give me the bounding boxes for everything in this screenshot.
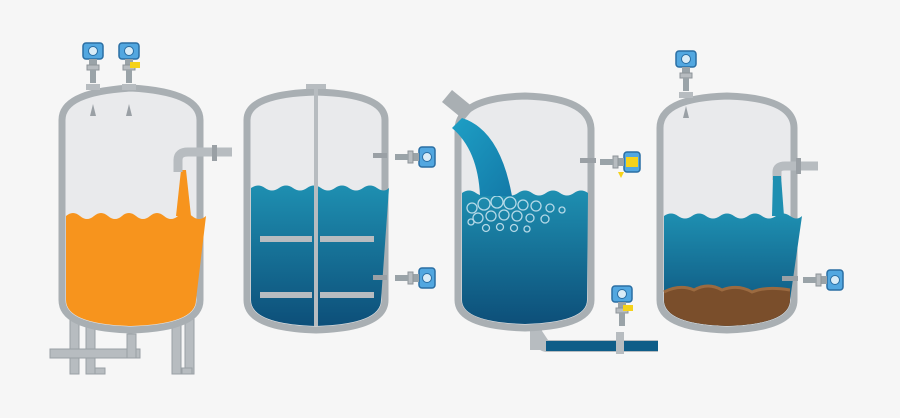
- level-switch-icon: [598, 150, 642, 174]
- tank-3-switch-indicator: [618, 172, 624, 178]
- tank-3-probe: [580, 158, 596, 163]
- tank-1-probe-2: [126, 104, 132, 116]
- tank-4-inlet-pipe: [772, 161, 818, 180]
- tank-1: [49, 42, 232, 375]
- tank-1-flange: [212, 145, 217, 161]
- tank-3-inflow-chute: [442, 90, 474, 120]
- agitator-shaft: [314, 86, 318, 326]
- tank-1-inlet-pipe: [173, 147, 232, 172]
- tank-1-inflow-stream: [176, 170, 191, 216]
- tank-4-sludge-ridge: [663, 284, 791, 294]
- tank-3-outlet-tap: [616, 332, 624, 354]
- agitator-blade: [320, 236, 374, 242]
- level-transmitter-icon: [393, 145, 437, 169]
- tank-3-switch-tag: [623, 305, 633, 311]
- tank-4-sludge: [664, 286, 790, 326]
- tank-3-bubbles: [466, 195, 566, 233]
- level-transmitter-icon: [393, 266, 437, 290]
- tank-4-probe-top: [683, 106, 689, 118]
- tank-2-probe-upper: [373, 153, 387, 158]
- agitator-blade: [260, 292, 312, 298]
- agitator-blade: [320, 292, 374, 298]
- level-transmitter-icon: [82, 42, 104, 84]
- tank-4-flange: [796, 158, 801, 174]
- tank-2: [243, 84, 437, 334]
- tank-2-probe-lower: [373, 275, 387, 280]
- tank-4-probe-side: [782, 276, 798, 281]
- tank-4: [656, 50, 845, 334]
- level-transmitter-icon: [801, 268, 845, 292]
- tank-3-outlet-flow: [546, 341, 658, 351]
- tank-2-liquid: [251, 185, 389, 326]
- tank-1-switch-tag: [130, 62, 140, 68]
- agitator-blade: [260, 236, 312, 242]
- tank-4-nozzle: [679, 92, 693, 98]
- tank-3: [442, 90, 658, 354]
- tank-1-legs: [49, 317, 195, 375]
- tank-1-nozzle-2: [122, 84, 136, 90]
- tank-1-liquid: [66, 213, 206, 326]
- tank-1-nozzle-1: [86, 84, 100, 90]
- level-transmitter-icon: [675, 50, 697, 92]
- tank-4-inflow-stream: [772, 176, 784, 216]
- tank-3-liquid: [462, 190, 588, 324]
- tank-3-inflow-jet: [452, 118, 512, 196]
- tank-1-probe-1: [90, 104, 96, 116]
- agitator-mount: [306, 84, 326, 89]
